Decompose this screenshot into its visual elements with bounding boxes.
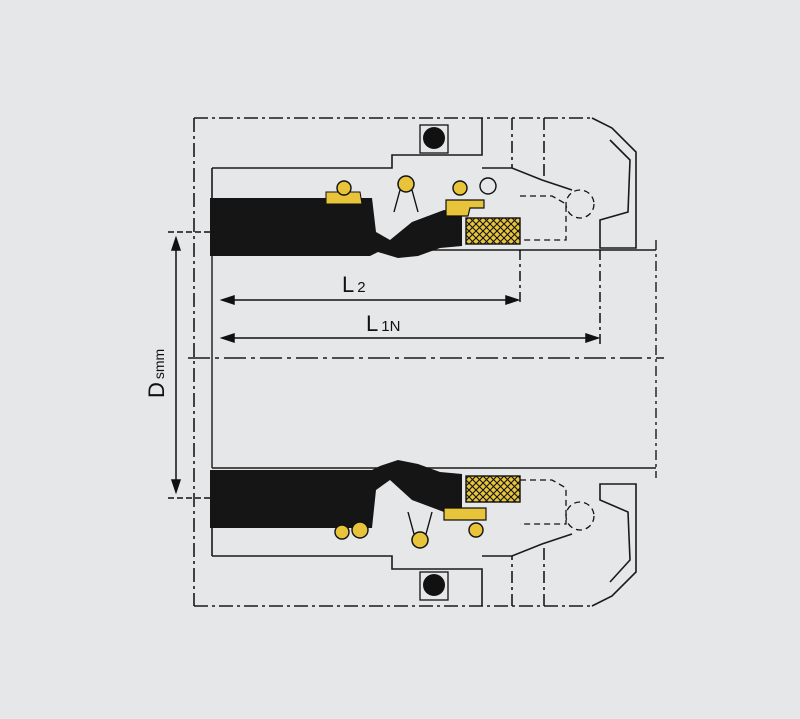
seal-top-half [210, 124, 595, 258]
face-o-ring-top [452, 180, 468, 196]
face-o-ring-bottom [468, 522, 484, 538]
drive-pin-top [479, 177, 497, 195]
seal-bottom-half [210, 460, 595, 601]
dimension-l2 [219, 250, 521, 306]
carbon-face-top [465, 217, 521, 245]
dimension-ds [168, 231, 212, 499]
housing-outline [193, 117, 637, 607]
o-ring-retainer-top [336, 180, 352, 196]
carbon-face-bottom [465, 475, 521, 503]
shaft-lines [188, 240, 664, 478]
spring-coil-bottom [411, 531, 429, 549]
rubber-bellows-bottom [210, 460, 462, 528]
spring-coil-top [397, 175, 415, 193]
housing-o-ring-bottom [423, 574, 445, 596]
dimension-l1n [219, 250, 601, 344]
rubber-bellows-top [210, 198, 462, 258]
o-ring-retainer-bottom [334, 524, 350, 540]
housing-o-ring-top [423, 127, 445, 149]
label-ds: Dsmm [144, 349, 169, 398]
